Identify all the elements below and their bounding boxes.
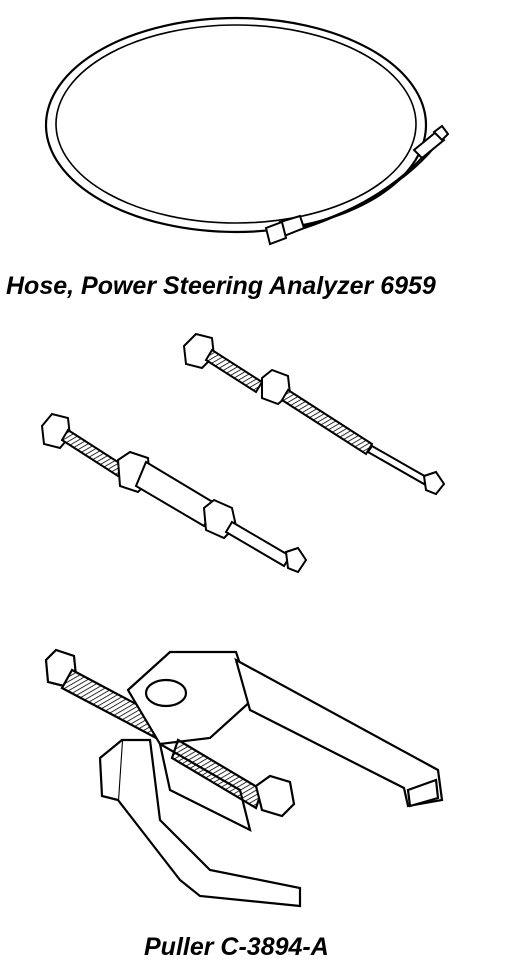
hose-fitting-lower [264,214,306,246]
hose-fitting-upper [412,124,450,160]
adapter-fitting-upper [182,332,446,496]
puller-caption: Puller C-3894-A [144,933,329,961]
adapter-fitting-lower [40,412,308,574]
puller-illustration [44,648,444,908]
hose-caption: Hose, Power Steering Analyzer 6959 [6,272,436,300]
hose-illustration [44,16,450,246]
